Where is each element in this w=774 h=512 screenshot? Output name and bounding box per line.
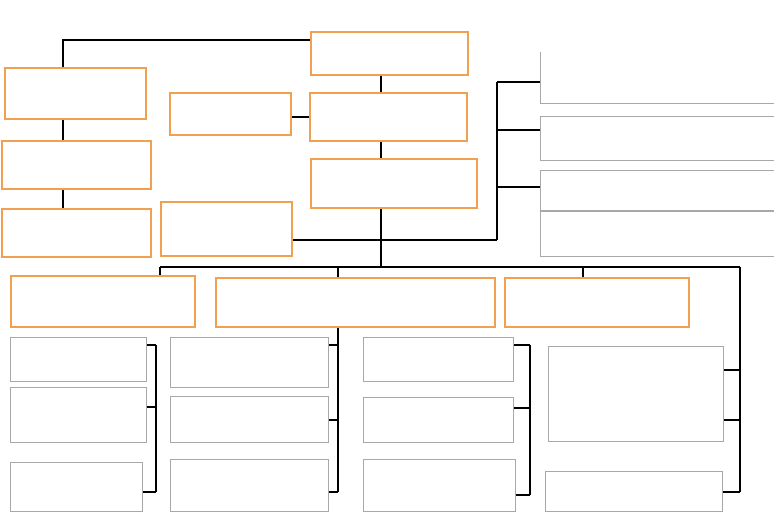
leaf-node-2-1 <box>170 337 329 388</box>
branch-node-1 <box>10 275 196 328</box>
lower-side-node <box>160 201 293 257</box>
branch-node-2 <box>215 277 496 328</box>
leaf-node-1-3 <box>10 462 143 512</box>
center-node-2 <box>309 92 468 142</box>
leaf-node-1-1 <box>10 337 147 382</box>
side-node <box>169 92 292 136</box>
left-node-c <box>1 208 152 258</box>
leaf-node-2-2 <box>170 396 329 443</box>
left-node-b <box>1 140 152 190</box>
left-node-a <box>4 67 147 120</box>
branch-node-3 <box>504 277 690 328</box>
leaf-node-4-2 <box>545 471 723 512</box>
right-node-2 <box>540 116 774 161</box>
leaf-node-2-3 <box>170 459 329 512</box>
right-node-4 <box>540 211 774 257</box>
right-node-3 <box>540 170 774 211</box>
leaf-node-1-2 <box>10 387 147 443</box>
leaf-node-3-1 <box>363 337 514 382</box>
connector-root-to-left <box>62 39 310 67</box>
root-node <box>310 31 469 76</box>
leaf-node-3-2 <box>363 397 514 443</box>
leaf-node-3-3 <box>363 459 516 512</box>
center-node-3 <box>310 158 478 209</box>
leaf-node-4-1 <box>548 346 724 442</box>
right-node-1 <box>540 52 774 104</box>
